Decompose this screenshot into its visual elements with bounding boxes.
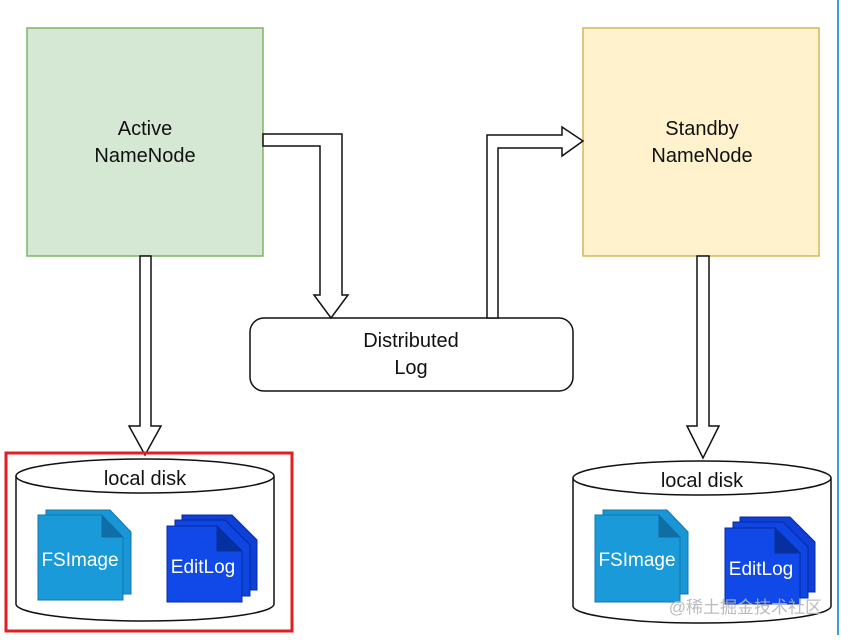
- arrow-active-to-disk: [127, 255, 163, 457]
- standby-namenode-label-1: Standby: [665, 118, 738, 140]
- active-namenode-label-1: Active: [118, 118, 172, 140]
- highlight-box: [4, 451, 294, 633]
- standby-namenode-box: [582, 27, 820, 257]
- arrow-log-to-standby: [486, 125, 585, 319]
- left-fsimage-icon: [37, 509, 132, 601]
- left-local-disk: local disk FSImage EditLog: [15, 458, 275, 622]
- right-editlog-label: EditLog: [729, 559, 793, 580]
- active-namenode: Active NameNode: [26, 27, 264, 257]
- right-fsimage-label: FSImage: [598, 550, 675, 571]
- arrow-standby-to-disk: [685, 255, 721, 460]
- right-local-disk: local disk FSImage EditLog: [572, 460, 832, 624]
- distributed-log: Distributed Log: [249, 317, 574, 392]
- active-namenode-label-2: NameNode: [94, 145, 195, 167]
- distributed-log-label-1: Distributed: [363, 330, 459, 352]
- left-editlog-icon: [166, 514, 258, 603]
- left-disk-top: [15, 458, 275, 494]
- right-editlog-icon: [724, 516, 816, 605]
- watermark: @稀土掘金技术社区: [669, 598, 822, 617]
- active-namenode-box: [26, 27, 264, 257]
- left-editlog-label: EditLog: [171, 557, 235, 578]
- arrow-active-to-log: [262, 133, 350, 320]
- distributed-log-label-2: Log: [394, 357, 427, 379]
- right-disk-top: [572, 460, 832, 496]
- right-disk-label: local disk: [661, 470, 744, 492]
- left-fsimage-label: FSImage: [41, 550, 118, 571]
- distributed-log-box: [249, 317, 574, 392]
- right-fsimage-icon: [594, 509, 689, 603]
- standby-namenode-label-2: NameNode: [651, 145, 752, 167]
- left-disk-label: local disk: [104, 468, 187, 490]
- standby-namenode: Standby NameNode: [582, 27, 820, 257]
